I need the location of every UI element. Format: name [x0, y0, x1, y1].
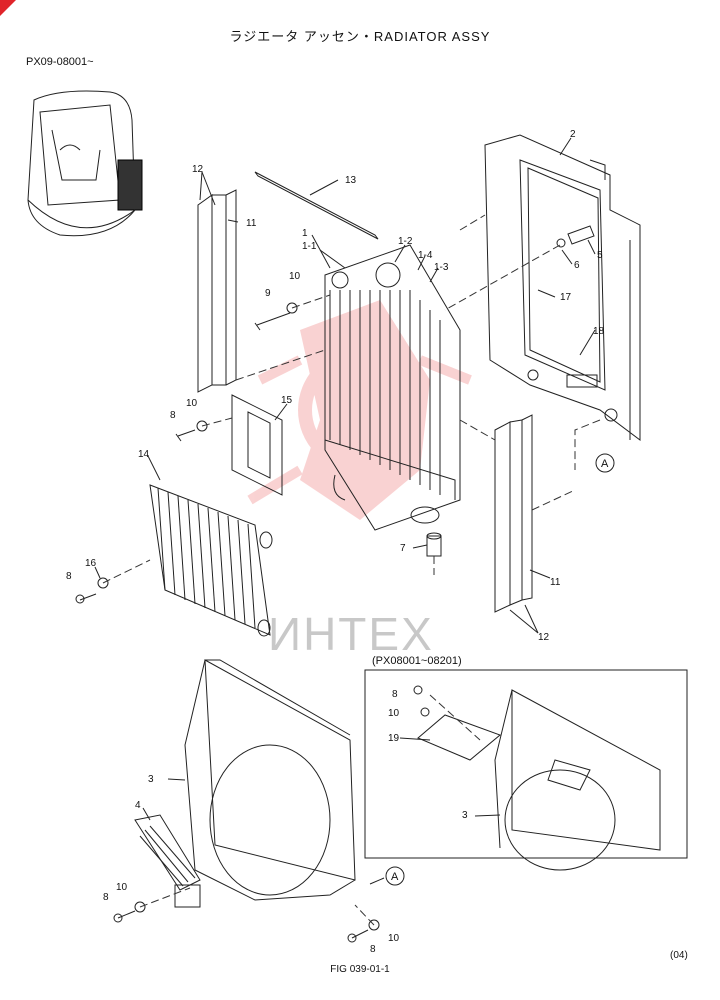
callout-18: 18: [593, 326, 605, 337]
drain-plug: [426, 532, 442, 557]
callout-19: 19: [388, 733, 400, 744]
ref-a-circle-lower: [385, 866, 405, 886]
callout-10-lower-left: 10: [116, 882, 128, 893]
callout-12-upper: 12: [192, 164, 204, 175]
callout-8-left: 8: [66, 571, 72, 582]
callout-1-3: 1-3: [434, 262, 449, 273]
oil-cooler: [149, 484, 273, 637]
fan-shroud: [184, 659, 356, 901]
ref-a-label-upper: A: [601, 458, 609, 470]
callout-8-lower-right: 8: [370, 944, 376, 955]
ref-a-label-lower: A: [391, 871, 399, 883]
inset-serial-range-label: (PX08001~08201): [372, 655, 462, 667]
brand-corner-mark: [0, 0, 16, 16]
revision-label: (04): [670, 950, 688, 961]
alignment-lines: [102, 214, 601, 926]
seal-plate: [231, 394, 283, 496]
leader-lines: [94, 137, 596, 821]
machine-location-thumbnail: [27, 90, 143, 237]
callout-8-inset: 8: [392, 689, 398, 700]
callout-1-1: 1-1: [302, 241, 317, 252]
callout-1: 1: [302, 228, 308, 239]
watermark-text: ИНТЕХ: [268, 608, 434, 660]
callout-10-mid: 10: [186, 398, 198, 409]
page-title: ラジエータ アッセン・RADIATOR ASSY: [229, 29, 491, 44]
callout-4: 4: [135, 800, 141, 811]
callout-5: 5: [597, 250, 603, 261]
callout-1-4: 1-4: [418, 250, 433, 261]
serial-range-label: PX09-08001~: [26, 56, 94, 68]
callout-14: 14: [138, 449, 150, 460]
bolts-and-washers: [75, 302, 380, 943]
fan-guard: [134, 814, 201, 908]
callout-3-inset: 3: [462, 810, 468, 821]
radiator-frame: [484, 134, 641, 441]
overflow-hose: [567, 225, 595, 245]
callout-12-lower: 12: [538, 632, 550, 643]
seal-lower-right: [494, 414, 533, 613]
seal-upper-left: [197, 189, 237, 393]
callout-15: 15: [281, 395, 293, 406]
callout-11-lower: 11: [550, 577, 561, 588]
callout-2: 2: [570, 129, 576, 140]
callout-8-mid: 8: [170, 410, 176, 421]
callout-13: 13: [345, 175, 357, 186]
inset-variant-box: [364, 669, 688, 871]
ref-a-circle-upper: [595, 453, 615, 473]
figure-number: FIG 039-01-1: [330, 964, 390, 975]
callout-7: 7: [400, 543, 406, 554]
ref-a-arrow: [369, 877, 385, 885]
seal-strip: [254, 171, 379, 240]
hose-clip: [556, 238, 566, 248]
callout-10-inset: 10: [388, 708, 400, 719]
callout-6: 6: [574, 260, 580, 271]
callout-10-upper: 10: [289, 271, 301, 282]
callout-8-lower-left: 8: [103, 892, 109, 903]
callout-9: 9: [265, 288, 271, 299]
callout-1-2: 1-2: [398, 236, 413, 247]
callout-11-upper: 11: [246, 218, 257, 229]
callout-10-lower-right: 10: [388, 933, 400, 944]
radiator-core: [324, 244, 461, 531]
callout-3: 3: [148, 774, 154, 785]
callout-16: 16: [85, 558, 97, 569]
callout-17: 17: [560, 292, 572, 303]
